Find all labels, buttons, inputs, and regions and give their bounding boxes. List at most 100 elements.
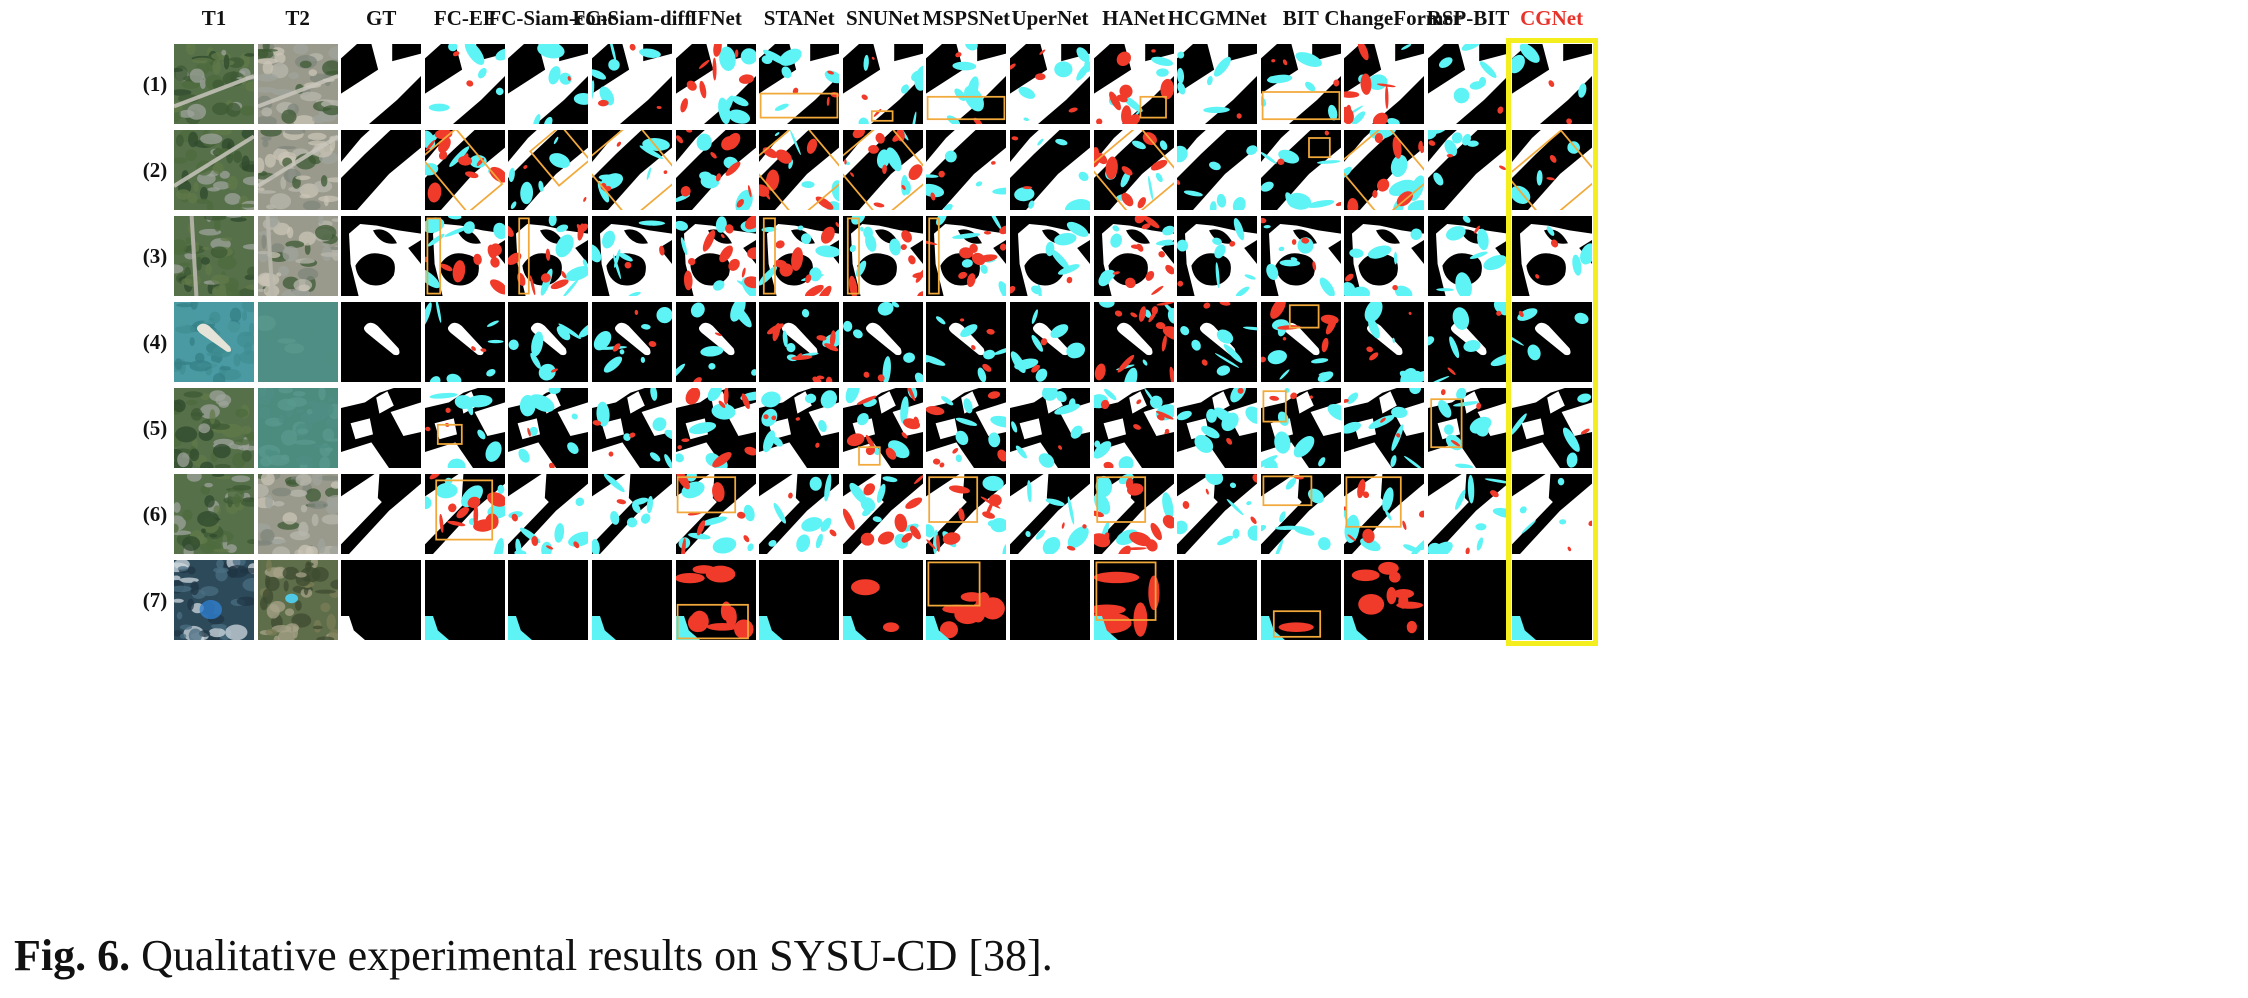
prediction-map: [1260, 44, 1341, 124]
prediction-map: [842, 474, 923, 554]
prediction-map: [1344, 302, 1425, 382]
prediction-map: [592, 216, 672, 296]
ground-truth-map: [341, 302, 422, 382]
prediction-map: [424, 302, 505, 382]
input-image-t2: [257, 44, 338, 124]
prediction-map: [842, 216, 923, 296]
prediction-map: [508, 388, 589, 468]
prediction-map: [1093, 130, 1174, 210]
prediction-map: [675, 130, 756, 210]
prediction-map: [424, 44, 505, 124]
prediction-map: [1344, 44, 1425, 124]
ground-truth-map: [341, 216, 422, 296]
prediction-map: [1428, 44, 1508, 124]
column-header-hcgmnet: HCGMNet: [1167, 6, 1267, 30]
input-image-t2: [257, 474, 338, 554]
prediction-map: [1260, 216, 1341, 296]
prediction-map: [1260, 388, 1341, 468]
prediction-map: [1093, 302, 1174, 382]
prediction-map: [926, 388, 1007, 468]
prediction-map: [1428, 388, 1508, 468]
ground-truth-map: [341, 388, 422, 468]
prediction-map: [424, 130, 505, 210]
prediction-map: [1344, 130, 1425, 210]
column-header-mspsnet: MSPSNet: [922, 6, 1011, 30]
prediction-map: [1511, 130, 1592, 210]
prediction-map: [424, 560, 505, 640]
prediction-map: [508, 44, 589, 124]
prediction-map: [1010, 44, 1090, 124]
ground-truth-map: [341, 44, 422, 124]
column-header-stanet: STANet: [763, 6, 835, 30]
column-header-fc-siam-conc: FC-Siam-conc: [488, 6, 617, 30]
row-label: (1): [142, 72, 168, 96]
prediction-map: [1010, 216, 1090, 296]
prediction-map: [842, 302, 923, 382]
prediction-map: [1428, 302, 1508, 382]
prediction-map: [1511, 302, 1592, 382]
prediction-map: [926, 474, 1007, 554]
prediction-map: [759, 388, 840, 468]
prediction-map: [675, 560, 756, 640]
prediction-map: [1428, 474, 1508, 554]
prediction-map: [1428, 130, 1508, 210]
column-header-ifnet: IFNet: [689, 6, 742, 30]
column-header-hanet: HANet: [1102, 6, 1166, 30]
input-image-t2: [257, 130, 338, 210]
input-image-t1: [174, 560, 254, 640]
prediction-map: [1010, 130, 1090, 210]
prediction-map: [1344, 388, 1425, 468]
prediction-map: [1177, 388, 1258, 468]
prediction-map: [1093, 388, 1174, 468]
input-image-t2: [257, 302, 338, 382]
ground-truth-map: [341, 474, 422, 554]
prediction-map: [592, 130, 672, 210]
column-header-t2: T2: [285, 6, 310, 30]
prediction-map: [508, 216, 589, 296]
prediction-map: [926, 560, 1007, 640]
prediction-map: [759, 130, 840, 210]
prediction-map: [759, 560, 840, 640]
prediction-map: [1260, 474, 1341, 554]
prediction-map: [1010, 474, 1090, 554]
figure-caption: Fig. 6. Qualitative experimental results…: [14, 930, 1053, 981]
input-image-t1: [174, 216, 254, 296]
prediction-map: [759, 474, 840, 554]
prediction-map: [592, 560, 672, 640]
column-header-bit: BIT: [1282, 6, 1319, 30]
row-label: (6): [142, 502, 168, 526]
prediction-map: [1260, 130, 1341, 210]
prediction-map: [1093, 474, 1174, 554]
prediction-map: [592, 388, 672, 468]
column-header-fc-siam-diff: FC-Siam-diff: [572, 6, 692, 30]
column-header-changeformer: ChangeFormer: [1324, 6, 1463, 30]
input-image-t1: [174, 44, 254, 124]
prediction-map: [1260, 302, 1341, 382]
prediction-map: [1177, 474, 1258, 554]
column-header-gt: GT: [366, 6, 397, 30]
prediction-map: [675, 302, 756, 382]
prediction-map: [592, 302, 672, 382]
prediction-map: [1177, 216, 1258, 296]
column-header-fc-ef: FC-EF: [433, 6, 496, 30]
prediction-map: [1428, 560, 1508, 640]
prediction-map: [926, 130, 1007, 210]
caption-label: Fig. 6.: [14, 931, 131, 980]
input-image-t1: [174, 474, 254, 554]
prediction-map: [675, 216, 756, 296]
prediction-map: [1177, 130, 1258, 210]
prediction-map: [424, 474, 505, 554]
input-image-t1: [174, 302, 254, 382]
row-label: (2): [142, 158, 168, 182]
input-image-t1: [174, 388, 254, 468]
prediction-map: [759, 302, 840, 382]
prediction-map: [508, 302, 589, 382]
prediction-map: [1260, 560, 1341, 640]
prediction-map: [1010, 388, 1090, 468]
prediction-map: [1093, 44, 1174, 124]
column-header-upernet: UperNet: [1011, 6, 1089, 30]
prediction-map: [1010, 302, 1090, 382]
ground-truth-map: [341, 130, 422, 210]
caption-text: Qualitative experimental results on SYSU…: [130, 931, 1053, 980]
